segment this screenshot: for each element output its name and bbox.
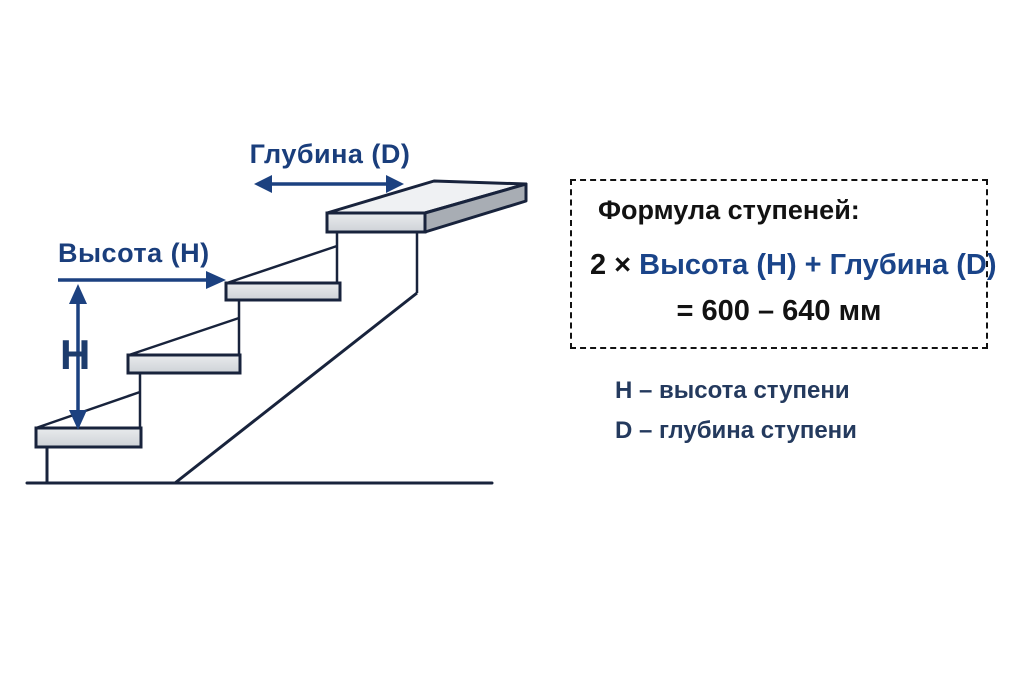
formula-title: Формула ступеней:	[598, 195, 860, 225]
formula-result: = 600 – 640 мм	[676, 295, 882, 327]
step1-tread	[34, 426, 143, 449]
formula-equation-terms: Высота (H) + Глубина (D)	[639, 249, 997, 281]
formula-equation-prefix: 2 ×	[590, 249, 632, 281]
legend-item-height: H – высота ступени	[615, 377, 850, 404]
formula-box: Формула ступеней: 2 ×Высота (H) + Глубин…	[570, 179, 997, 349]
stringer-line	[174, 291, 418, 485]
depth-arrow-left-head	[254, 175, 272, 193]
formula-equation: 2 ×Высота (H) + Глубина (D)	[590, 249, 997, 282]
step3-platform-diagonal	[226, 244, 338, 285]
step2-step3-diagonal	[128, 316, 240, 357]
depth-arrow-right-head	[386, 175, 404, 193]
h-arrow-bottom-head	[69, 410, 87, 430]
h-symbol-label: H	[60, 331, 91, 378]
step1-step2-diagonal	[35, 390, 141, 430]
height-label: Высота (H)	[58, 238, 210, 268]
step2-tread	[126, 353, 242, 375]
depth-label: Глубина (D)	[249, 139, 411, 169]
h-arrow-top-head	[69, 284, 87, 304]
height-arrow-head	[206, 271, 226, 289]
step3-tread	[224, 281, 342, 302]
platform-front-face	[325, 211, 427, 234]
legend-item-depth: D – глубина ступени	[615, 417, 857, 444]
